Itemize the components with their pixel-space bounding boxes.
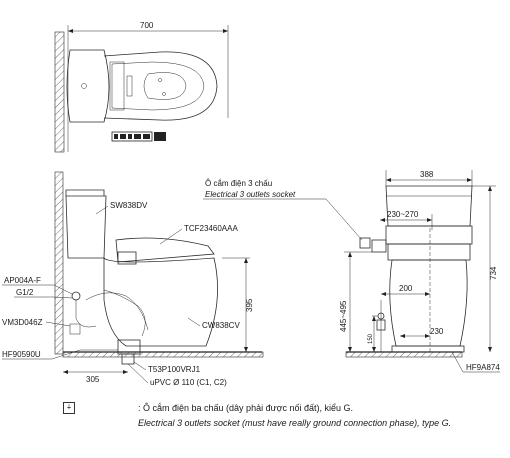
label-socket-vi: Ô cắm điện 3 chấu — [205, 179, 272, 188]
tank-side — [65, 195, 107, 259]
label-tank: SW838DV — [110, 201, 148, 210]
label-thread: G1/2 — [16, 288, 34, 297]
label-front-flange: HF9A874 — [466, 363, 500, 372]
bowl-top — [103, 51, 218, 121]
label-hose: VM3D046Z — [2, 318, 43, 327]
wall-hatch-top — [54, 31, 65, 153]
seat-side — [115, 237, 215, 263]
front-view: Ô cắm điện 3 chấu Electrical 3 outlets s… — [203, 170, 500, 373]
note-text-vi: : Ô cắm điện ba chấu (dây phải được nối … — [138, 403, 354, 413]
socket-symbol-icon: ⏚ — [63, 402, 75, 414]
label-trap: T53P100VRJ1 — [148, 365, 201, 374]
dim-445-495: 445~495 — [339, 300, 348, 332]
dim-395: 395 — [245, 298, 254, 312]
dim-700: 700 — [140, 21, 154, 30]
bowl-front — [389, 259, 468, 347]
valve — [71, 291, 81, 301]
socket — [359, 237, 371, 249]
side-view: SW838DV TCF23460AAA CW838CV AP004A-F G1/… — [2, 171, 264, 387]
bowl-side — [103, 256, 218, 347]
label-seat: TCF23460AAA — [184, 224, 238, 233]
label-flange: HF90590U — [2, 350, 41, 359]
dim-230-270: 230~270 — [387, 210, 419, 219]
dim-230: 230 — [430, 327, 444, 336]
dim-388: 388 — [420, 170, 434, 179]
hose — [75, 300, 97, 328]
dim-305: 305 — [86, 375, 100, 384]
label-socket-en: Electrical 3 outlets socket — [205, 190, 296, 199]
dim-734: 734 — [489, 266, 498, 280]
note-text-en: Electrical 3 outlets socket (must have r… — [138, 418, 452, 428]
wall-hatch-side — [54, 171, 64, 355]
remote-panel — [111, 131, 153, 142]
seat-front — [385, 225, 473, 245]
label-valve: AP004A-F — [4, 276, 41, 285]
top-view: 700 — [54, 21, 229, 153]
tank-top — [66, 49, 110, 123]
dim-200: 200 — [399, 284, 413, 293]
label-bowl: CW838CV — [202, 321, 240, 330]
dim-150: 150 — [368, 333, 374, 344]
label-pipe: uPVC Ø 110 (C1, C2) — [150, 378, 227, 387]
